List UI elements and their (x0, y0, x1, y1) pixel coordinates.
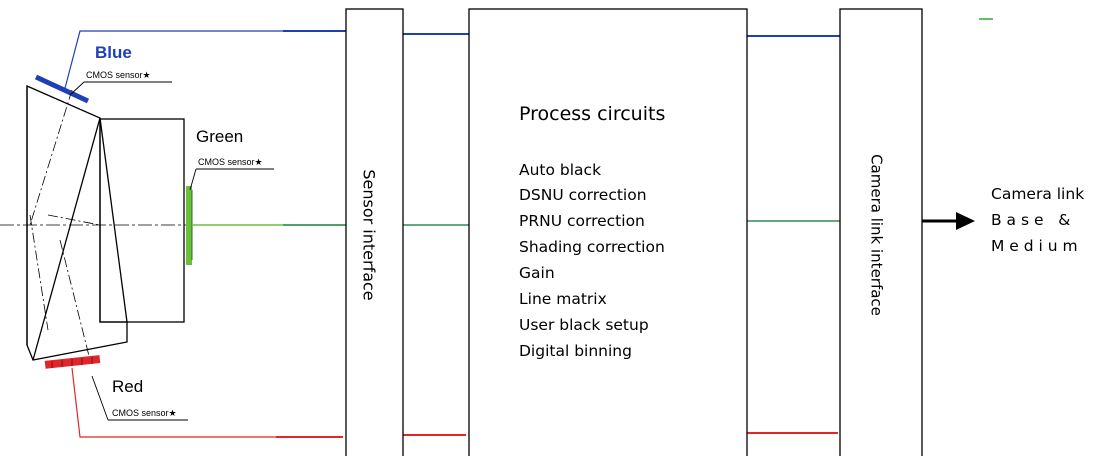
process-item: DSNU correction (519, 186, 647, 204)
green-label: Green (196, 127, 243, 146)
process-items: Auto black DSNU correction PRNU correcti… (519, 161, 665, 360)
process-item: Shading correction (519, 238, 665, 256)
camera-link-interface-box (839, 8, 923, 456)
green-sensor-bar (186, 186, 192, 265)
green-signal (192, 220, 840, 226)
output-line-1: Camera link (991, 185, 1084, 203)
output-arrow-head (956, 212, 975, 230)
camera-link-interface-label: Camera link interface (868, 154, 886, 316)
process-title: Process circuits (519, 103, 665, 125)
red-signal (71, 367, 838, 438)
process-item: Gain (519, 264, 555, 282)
blue-sublabel: CMOS sensor★ (86, 70, 151, 80)
output-line-3: M e d i u m (991, 237, 1078, 255)
process-item: Auto black (519, 161, 601, 179)
sensor-interface-label: Sensor interface (360, 169, 379, 300)
prism-beams (29, 89, 101, 361)
sensor-interface-box (345, 8, 404, 456)
red-label: Red (112, 377, 143, 396)
blue-sensor-bar (34, 74, 90, 104)
process-item: Digital binning (519, 342, 632, 360)
process-item: Line matrix (519, 290, 607, 308)
output-line-2: B a s e & (991, 211, 1070, 229)
green-sublabel: CMOS sensor★ (198, 157, 263, 167)
prism-outline (26, 85, 128, 361)
process-item: PRNU correction (519, 212, 645, 230)
prism-diagonal-1 (32, 117, 101, 361)
blue-signal (63, 30, 840, 93)
process-circuits-box (468, 8, 748, 456)
prism (26, 85, 185, 361)
red-sublabel: CMOS sensor★ (112, 408, 177, 418)
red-sensor-ticks (51, 357, 93, 368)
prism-right-block (99, 118, 185, 323)
prism-diagonal-2 (99, 117, 128, 323)
process-item: User black setup (519, 316, 649, 334)
blue-label: Blue (95, 43, 132, 62)
